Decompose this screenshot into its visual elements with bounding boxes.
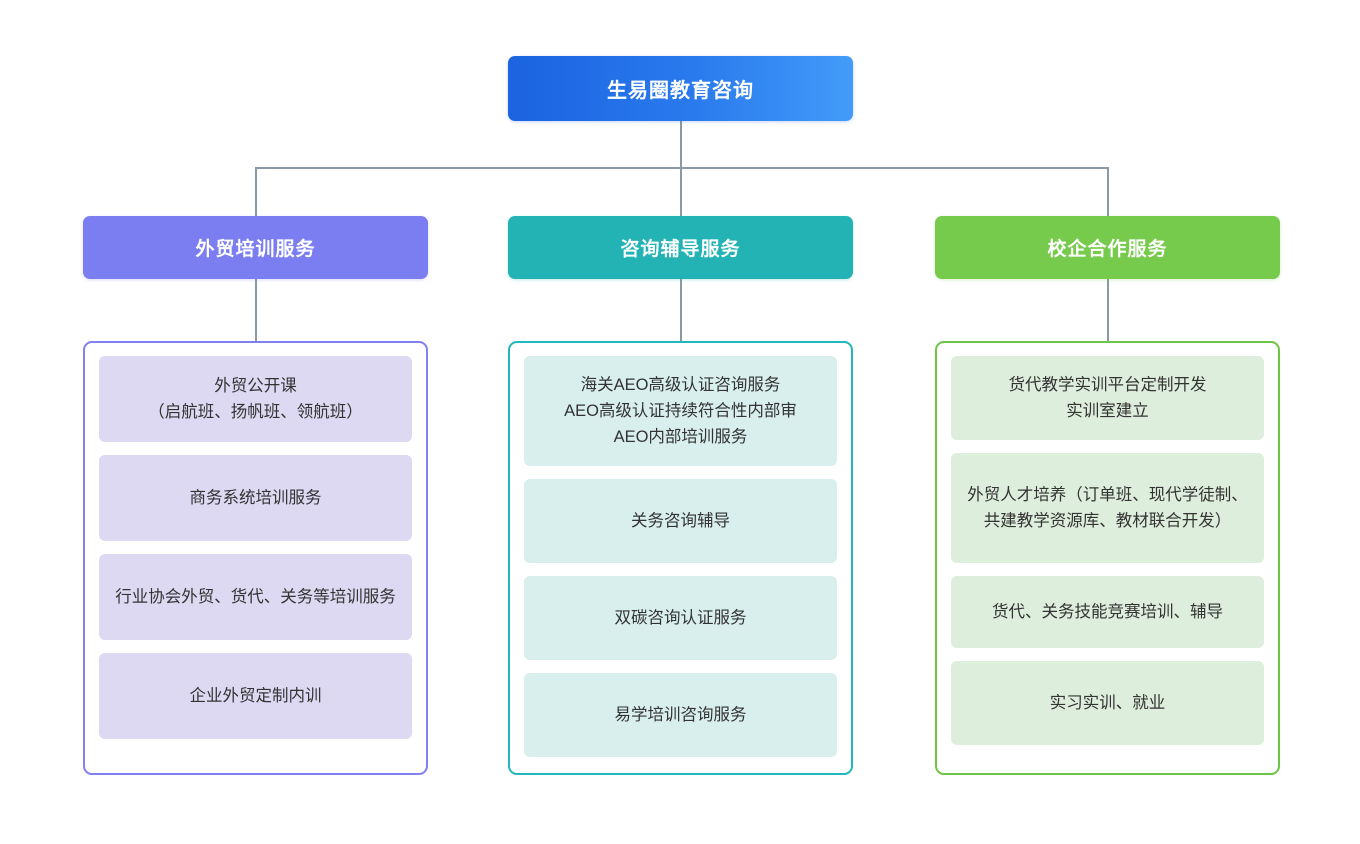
connector-stub-col-3 <box>1107 279 1109 341</box>
service-item[interactable]: 外贸人才培养（订单班、现代学徒制、共建教学资源库、教材联合开发） <box>951 453 1264 563</box>
category-header-2-label: 咨询辅导服务 <box>620 239 741 260</box>
branch-column-3: 校企合作服务 <box>935 216 1280 279</box>
root-node-label: 生易圈教育咨询 <box>607 80 754 102</box>
branch-column-2: 咨询辅导服务 <box>508 216 853 279</box>
connector-horizontal-bus <box>255 167 1108 169</box>
service-item[interactable]: 海关AEO高级认证咨询服务 AEO高级认证持续符合性内部审 AEO内部培训服务 <box>524 356 837 466</box>
connector-stub-col-1 <box>255 279 257 341</box>
service-item[interactable]: 易学培训咨询服务 <box>524 673 837 757</box>
root-node[interactable]: 生易圈教育咨询 <box>508 56 853 121</box>
service-item[interactable]: 商务系统培训服务 <box>99 455 412 541</box>
service-item[interactable]: 外贸公开课 （启航班、扬帆班、领航班） <box>99 356 412 442</box>
connector-root-drop <box>680 121 682 168</box>
service-item[interactable]: 货代、关务技能竞赛培训、辅导 <box>951 576 1264 648</box>
connector-drop-col-2 <box>680 167 682 216</box>
connector-drop-col-1 <box>255 167 257 216</box>
service-item[interactable]: 行业协会外贸、货代、关务等培训服务 <box>99 554 412 640</box>
items-container-3: 货代教学实训平台定制开发 实训室建立 外贸人才培养（订单班、现代学徒制、共建教学… <box>935 341 1280 775</box>
service-item[interactable]: 实习实训、就业 <box>951 661 1264 745</box>
service-item[interactable]: 双碳咨询认证服务 <box>524 576 837 660</box>
service-item[interactable]: 关务咨询辅导 <box>524 479 837 563</box>
category-header-1-label: 外贸培训服务 <box>195 239 316 260</box>
items-container-2: 海关AEO高级认证咨询服务 AEO高级认证持续符合性内部审 AEO内部培训服务 … <box>508 341 853 775</box>
connector-drop-col-3 <box>1107 167 1109 216</box>
branch-column-1: 外贸培训服务 <box>83 216 428 279</box>
category-header-1[interactable]: 外贸培训服务 <box>83 216 428 279</box>
items-container-1: 外贸公开课 （启航班、扬帆班、领航班） 商务系统培训服务 行业协会外贸、货代、关… <box>83 341 428 775</box>
service-item[interactable]: 货代教学实训平台定制开发 实训室建立 <box>951 356 1264 440</box>
connector-stub-col-2 <box>680 279 682 341</box>
category-header-3-label: 校企合作服务 <box>1047 239 1168 260</box>
service-item[interactable]: 企业外贸定制内训 <box>99 653 412 739</box>
category-header-2[interactable]: 咨询辅导服务 <box>508 216 853 279</box>
category-header-3[interactable]: 校企合作服务 <box>935 216 1280 279</box>
